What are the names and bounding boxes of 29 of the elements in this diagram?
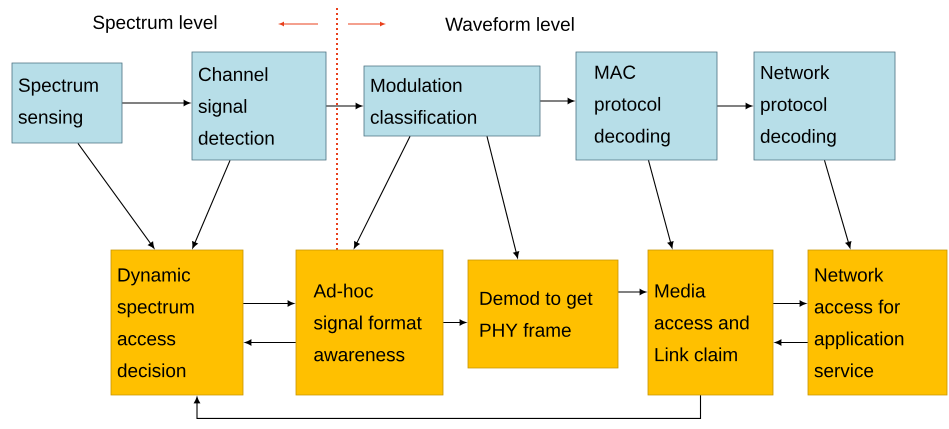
process-box: Modulation classification (364, 66, 540, 136)
decision-box: Ad-hoc signal format awareness (296, 250, 444, 396)
decision-box: Demod to get PHY frame (468, 260, 618, 368)
arrow (243, 300, 294, 307)
arrow (540, 98, 574, 104)
arrow (443, 320, 466, 326)
decision-box: Dynamic spectrum access decision (110, 250, 244, 396)
arrow (122, 100, 190, 106)
level-label: Spectrum level (93, 15, 216, 33)
level-label: Waveform level (445, 17, 574, 31)
arrow (244, 340, 296, 346)
arrow (618, 289, 646, 296)
arrow (773, 300, 806, 307)
process-box: MAC protocol decoding (576, 52, 718, 160)
arrow (354, 136, 410, 248)
process-box: Network protocol decoding (754, 52, 896, 160)
arrow (192, 160, 231, 248)
arrow (326, 103, 362, 110)
arrow (78, 143, 154, 249)
decision-box: Media access and Link claim (648, 250, 774, 396)
arrow (774, 340, 808, 346)
arrow (824, 160, 852, 248)
arrow (717, 103, 752, 110)
process-box: Spectrum sensing (12, 62, 122, 144)
arrow (648, 160, 674, 248)
arrow (486, 136, 520, 258)
process-box: Channel signal detection (192, 52, 326, 160)
decision-box: Network access for application service (808, 250, 948, 396)
arrow (194, 395, 702, 419)
